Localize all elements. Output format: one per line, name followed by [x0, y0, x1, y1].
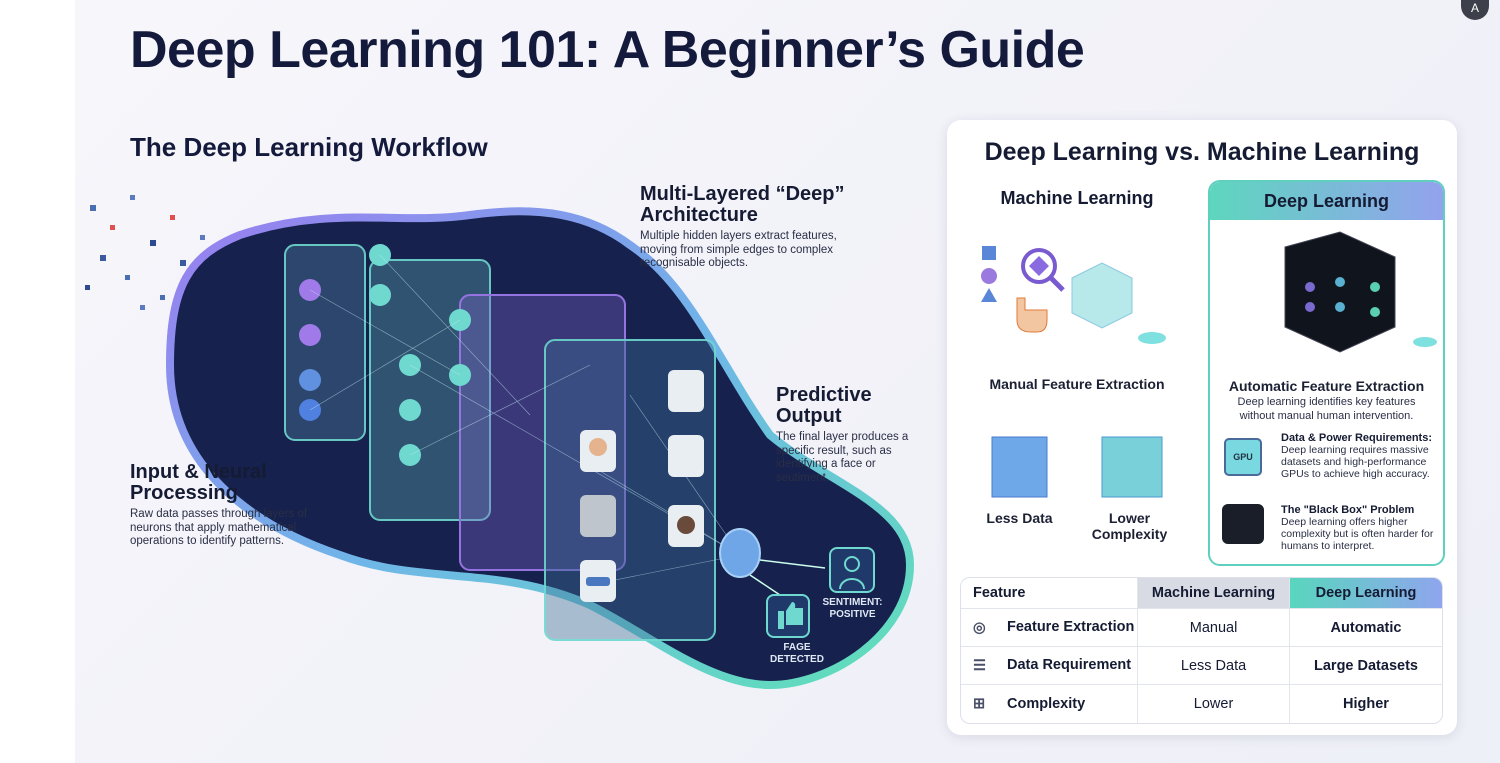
comparison-title: Deep Learning vs. Machine Learning	[984, 138, 1420, 166]
row-ml-value: Lower	[1138, 685, 1290, 723]
architecture-description: Multiple hidden layers extract features,…	[640, 230, 837, 269]
road-thumbnail	[580, 495, 616, 537]
row-feature: Data Requirement	[1007, 657, 1132, 674]
vehicle-thumbnail	[668, 435, 704, 477]
input-section: Input & Neural Processing Raw data passe…	[130, 462, 310, 549]
header-dl: Deep Learning	[1289, 578, 1442, 609]
comparison-card: Deep Learning vs. Machine Learning Machi…	[947, 120, 1457, 735]
input-heading: Input & Neural Processing	[130, 461, 267, 504]
automatic-extraction-description: Deep learning identifies key features wi…	[1237, 396, 1416, 422]
neural-network-illustration	[85, 195, 915, 690]
row-dl-value: Large Datasets	[1289, 647, 1442, 685]
architecture-heading: Multi-Layered “Deep” Architecture	[640, 183, 845, 226]
header-feature: Feature	[961, 578, 1139, 609]
ml-heading: Machine Learning	[1000, 188, 1154, 208]
lower-complexity-label: Lower Complexity	[1091, 510, 1168, 542]
comparison-table: Feature Machine Learning Deep Learning ◎…	[960, 577, 1443, 724]
black-box-description: Deep learning offers higher complexity b…	[1281, 516, 1434, 552]
row-feature: Complexity	[1007, 695, 1086, 712]
input-layer	[284, 244, 366, 441]
output-node	[719, 528, 761, 578]
row-feature: Feature Extraction	[1007, 619, 1135, 636]
table-row: ◎ Feature Extraction Manual Automatic	[961, 609, 1442, 647]
power-description: Deep learning requires massive datasets …	[1281, 444, 1430, 480]
automatic-extraction-label: Automatic Feature Extraction	[1228, 378, 1425, 394]
output-description: The final layer produces a specific resu…	[776, 431, 909, 484]
table-row: ⊞ Complexity Lower Higher	[961, 685, 1442, 723]
black-box-problem: The "Black Box" Problem Deep learning of…	[1281, 504, 1441, 552]
manual-extraction-label: Manual Feature Extraction	[989, 376, 1165, 392]
thumbs-up-thumbnail	[668, 370, 704, 412]
power-heading: Data & Power Requirements:	[1281, 432, 1432, 444]
output-section: Predictive Output The final layer produc…	[776, 385, 916, 485]
face-detected-label: FAGE DETECTED	[770, 642, 824, 665]
row-ml-value: Manual	[1138, 609, 1290, 647]
hierarchy-icon: ⊞	[973, 696, 986, 713]
sentiment-label: SENTIMENT: POSITIVE	[822, 597, 883, 620]
table-header-row: Feature Machine Learning Deep Learning	[961, 578, 1442, 609]
feature-extraction-icon: ◎	[973, 619, 986, 636]
dl-heading: Deep Learning	[1210, 182, 1443, 220]
input-description: Raw data passes through layers of neuron…	[130, 508, 308, 547]
black-box-heading: The "Black Box" Problem	[1281, 504, 1415, 516]
data-cubes-icon	[991, 436, 1163, 498]
black-box-network-icon	[1284, 231, 1437, 353]
workflow-title: The Deep Learning Workflow	[130, 132, 488, 162]
power-requirements: Data & Power Requirements: Deep learning…	[1281, 432, 1441, 480]
less-data-label: Less Data	[986, 510, 1053, 526]
row-dl-value: Automatic	[1289, 609, 1442, 647]
row-dl-value: Higher	[1343, 696, 1389, 712]
header-ml: Machine Learning	[1138, 578, 1290, 609]
row-ml-value: Less Data	[1138, 647, 1290, 685]
architecture-section: Multi-Layered “Deep” Architecture Multip…	[640, 184, 880, 271]
database-icon: ☰	[973, 657, 986, 674]
gpu-icon: GPU	[1224, 438, 1262, 476]
page-title: Deep Learning 101: A Beginner’s Guide	[130, 21, 1085, 79]
account-avatar[interactable]: A	[1461, 0, 1489, 20]
black-box-icon	[1222, 504, 1264, 544]
manual-feature-icon	[981, 246, 1166, 344]
table-row: ☰ Data Requirement Less Data Large Datase…	[961, 647, 1442, 685]
deep-learning-panel: Deep Learning Automatic Feature Extracti…	[1208, 180, 1445, 566]
output-heading: Predictive Output	[776, 384, 872, 427]
